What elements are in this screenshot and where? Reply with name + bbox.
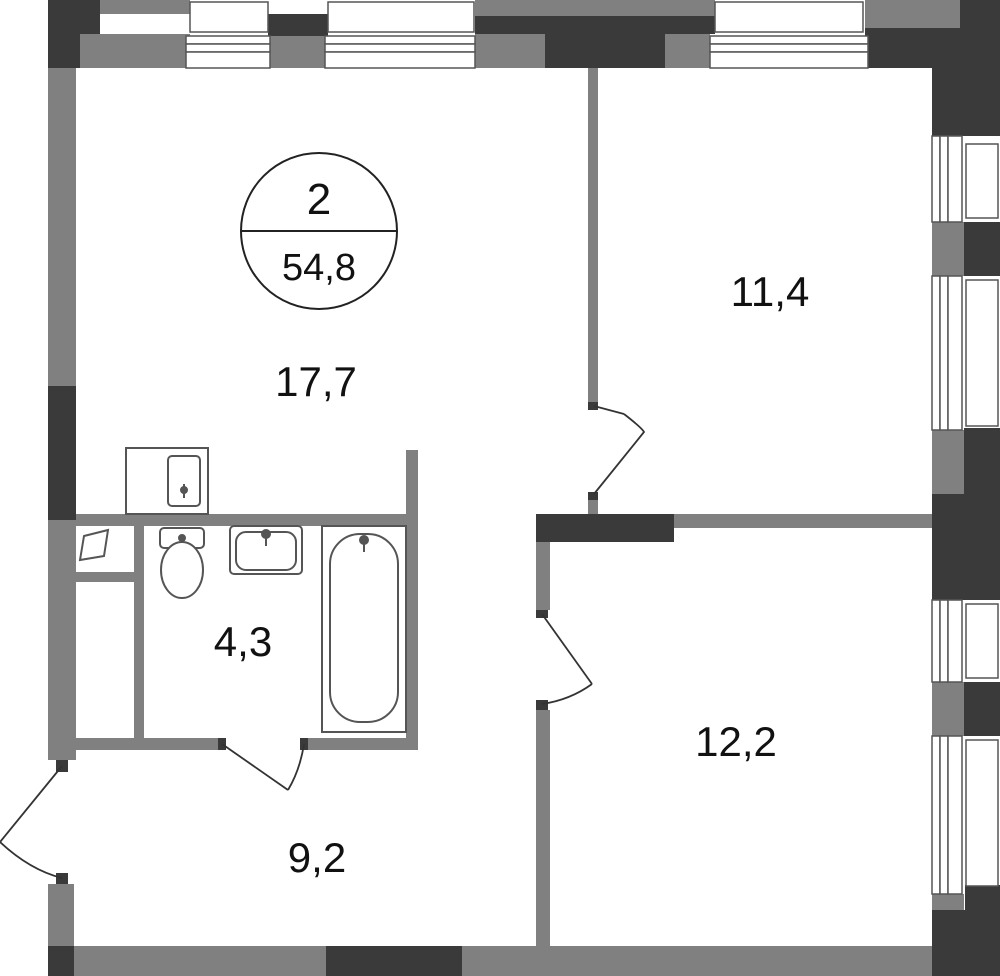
wall-top-segment (80, 34, 190, 68)
wall-right-pier (964, 682, 1000, 736)
wall-right-pier (932, 494, 964, 600)
wall-top-segment (545, 34, 665, 68)
window-right-3 (931, 599, 999, 683)
door-bedroom-south (541, 613, 593, 705)
bathroom-wall-top (76, 514, 418, 526)
door-entrance (0, 765, 63, 879)
partition-horizontal (674, 514, 932, 528)
window-top-2 (324, 1, 476, 69)
bathroom-wall-bottom (306, 738, 418, 750)
bathroom-wall-right (406, 450, 418, 750)
wall-top-segment (100, 0, 190, 14)
closet-wall (134, 526, 144, 740)
room-area-hallway: 9,2 (288, 834, 346, 881)
wall-top-segment (475, 16, 715, 34)
toilet (159, 527, 205, 599)
interior-walls (76, 68, 932, 946)
wall-bottom-right-corner (932, 910, 1000, 976)
room-labels: 17,7 11,4 4,3 12,2 9,2 (214, 268, 810, 881)
wall-left-dark (48, 386, 76, 520)
wall-top-segment (665, 34, 710, 68)
window-right-4 (931, 735, 999, 895)
wall-left-upper (48, 68, 76, 386)
window-top-3 (709, 1, 869, 69)
wall-left-middle (48, 520, 76, 760)
doors (0, 405, 646, 879)
wall-bottom (462, 946, 932, 976)
wall-top-right-corner (865, 28, 932, 68)
wall-right-pier (932, 222, 964, 276)
door-bathroom (221, 743, 305, 791)
wall-top-segment (475, 0, 715, 16)
room-area-bathroom: 4,3 (214, 618, 272, 665)
window-top-1 (185, 1, 271, 69)
wall-left-lower (48, 884, 74, 946)
fixtures (78, 447, 407, 733)
door-bedroom-north (593, 405, 646, 495)
closet-fixture (78, 528, 110, 562)
wall-left-bottom-corner (48, 946, 74, 976)
wall-bottom-dark (326, 946, 462, 976)
wall-right-pier (932, 430, 964, 494)
wall-right-pier (964, 222, 1000, 276)
wall-top-segment (475, 34, 545, 68)
partition-door-jamb (536, 700, 548, 710)
wall-bottom-right-corner (965, 885, 1000, 915)
partition-door-jamb (588, 402, 598, 410)
partition-vertical-upper (588, 68, 598, 402)
partition-dark (536, 514, 674, 542)
wall-left-door-jamb (56, 873, 68, 885)
bathroom-wall-bottom (76, 738, 218, 750)
wall-right-pier (932, 894, 964, 910)
partition-door-jamb (588, 492, 598, 500)
closet-wall (76, 572, 134, 582)
apartment-badge: 2 54,8 (240, 152, 398, 310)
room-area-bedroom-south: 12,2 (695, 718, 777, 765)
partition-vertical-south (536, 710, 550, 946)
wall-top-right-corner (960, 0, 1000, 28)
partition-vertical-south (536, 542, 550, 610)
rooms-count-label: 2 (307, 175, 331, 224)
bathtub (321, 525, 407, 733)
room-area-living: 17,7 (275, 358, 357, 405)
wall-right-pier (964, 428, 1000, 600)
wall-top-right-corner (932, 28, 1000, 136)
exterior-walls (48, 0, 1000, 976)
room-area-bedroom-north: 11,4 (731, 268, 810, 315)
partition-vertical-lower (588, 500, 598, 514)
sink (229, 525, 303, 575)
wall-right-pier (932, 682, 964, 736)
window-right-1 (931, 135, 999, 223)
wall-top-segment (268, 14, 328, 36)
wall-top-segment (270, 36, 325, 68)
washing-machine (125, 447, 209, 515)
total-area-label: 54,8 (282, 247, 356, 289)
window-right-2 (931, 275, 999, 431)
wall-bottom (74, 946, 326, 976)
